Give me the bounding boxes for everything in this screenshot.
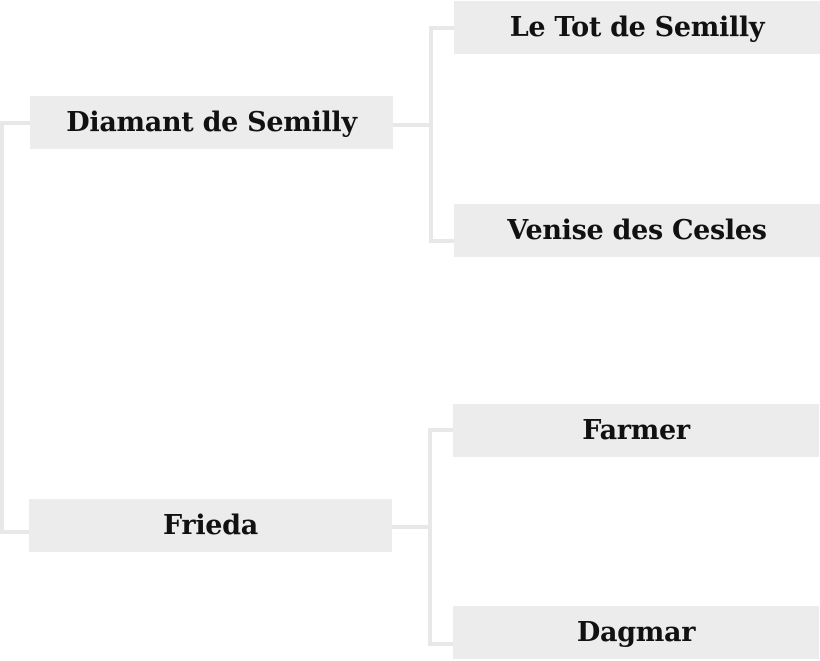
node-dam-name: Frieda [163,510,258,541]
node-sire-dam: Venise des Cesles [454,204,820,257]
node-dam: Frieda [29,499,392,552]
node-sire-name: Diamant de Semilly [66,107,357,138]
connector-dam-to-granddam [428,642,453,646]
connector-root-to-dam [0,530,30,534]
connector-dam-vertical [428,428,432,646]
connector-dam-stub [392,525,430,529]
connector-dam-to-grandsire [428,428,453,432]
node-sire-sire-name: Le Tot de Semilly [509,12,765,43]
node-sire-sire: Le Tot de Semilly [454,1,820,54]
node-dam-dam-name: Dagmar [576,617,696,648]
connector-sire-stub [393,123,431,127]
node-sire-dam-name: Venise des Cesles [507,215,767,246]
node-dam-dam: Dagmar [453,606,819,659]
connector-sire-to-grandsire [429,26,454,30]
node-sire: Diamant de Semilly [30,96,393,149]
connector-root-to-sire [0,121,30,125]
node-dam-sire-name: Farmer [582,415,690,446]
connector-sire-vertical [429,26,433,243]
node-dam-sire: Farmer [453,404,819,457]
connector-root-vertical [0,121,4,534]
connector-sire-to-granddam [429,239,454,243]
